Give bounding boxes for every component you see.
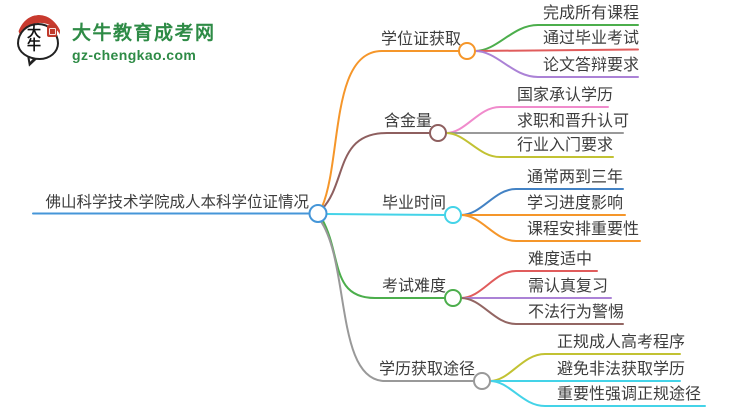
leaf-label-2-0[interactable]: 通常两到三年 — [527, 169, 624, 186]
branch-2-toggle[interactable] — [444, 206, 462, 224]
leaf-label-4-2[interactable]: 重要性强调正规途径 — [557, 386, 702, 403]
leaf-label-0-0[interactable]: 完成所有课程 — [543, 5, 640, 22]
red-seal-icon — [47, 25, 57, 37]
branch-label-exam-difficulty[interactable]: 考试难度 — [381, 278, 446, 295]
connector-branch-1 — [321, 132, 431, 210]
connector-leaf-0-1 — [474, 48, 639, 52]
leaf-label-2-1[interactable]: 学习进度影响 — [527, 195, 624, 212]
leaf-label-4-1[interactable]: 避免非法获取学历 — [557, 361, 686, 378]
leaf-label-1-2[interactable]: 行业入门要求 — [517, 137, 614, 154]
branch-label-graduation-time[interactable]: 毕业时间 — [381, 195, 446, 212]
leaf-label-4-0[interactable]: 正规成人高考程序 — [557, 334, 686, 351]
connector-branch-3 — [321, 218, 446, 299]
connector-branch-4 — [319, 219, 475, 382]
branch-label-obtain-channel[interactable]: 学历获取途径 — [378, 361, 475, 378]
branch-label-value[interactable]: 含金量 — [383, 113, 432, 130]
bull-speech-bubble-icon: 大牛 — [13, 12, 64, 69]
branch-4-toggle[interactable] — [473, 372, 491, 390]
leaf-label-1-1[interactable]: 求职和晋升认可 — [517, 113, 630, 130]
logo-characters: 大牛 — [27, 24, 41, 53]
connector-leaf-1-2 — [445, 132, 614, 158]
branch-0-toggle[interactable] — [458, 42, 476, 60]
branch-3-toggle[interactable] — [444, 289, 462, 307]
leaf-label-1-0[interactable]: 国家承认学历 — [517, 87, 614, 104]
root-node-label[interactable]: 佛山科学技术学院成人本科学位证情况 — [45, 194, 309, 211]
root-node-toggle[interactable] — [308, 204, 328, 223]
branch-label-degree-obtain[interactable]: 学位证获取 — [380, 31, 461, 48]
logo-title: 大牛教育成考网 — [72, 22, 216, 44]
connector-branch-2 — [325, 213, 446, 216]
connector-leaf-2-2 — [460, 214, 641, 242]
connector-leaf-0-2 — [474, 50, 639, 78]
connector-branch-0 — [321, 50, 460, 208]
leaf-label-3-0[interactable]: 难度适中 — [528, 251, 593, 268]
connector-leaf-4-2 — [489, 380, 706, 407]
leaf-label-3-2[interactable]: 不法行为警惕 — [528, 304, 625, 321]
leaf-label-0-1[interactable]: 通过毕业考试 — [543, 30, 640, 47]
leaf-label-0-2[interactable]: 论文答辩要求 — [543, 57, 640, 74]
logo-domain: gz-chengkao.com — [72, 46, 197, 63]
connector-leaf-3-2 — [460, 297, 624, 325]
leaf-label-3-1[interactable]: 需认真复习 — [528, 278, 609, 295]
leaf-label-2-2[interactable]: 课程安排重要性 — [527, 221, 640, 238]
site-logo[interactable]: 大牛 大牛教育成考网 gz-chengkao.com — [13, 12, 216, 69]
branch-1-toggle[interactable] — [429, 124, 447, 142]
